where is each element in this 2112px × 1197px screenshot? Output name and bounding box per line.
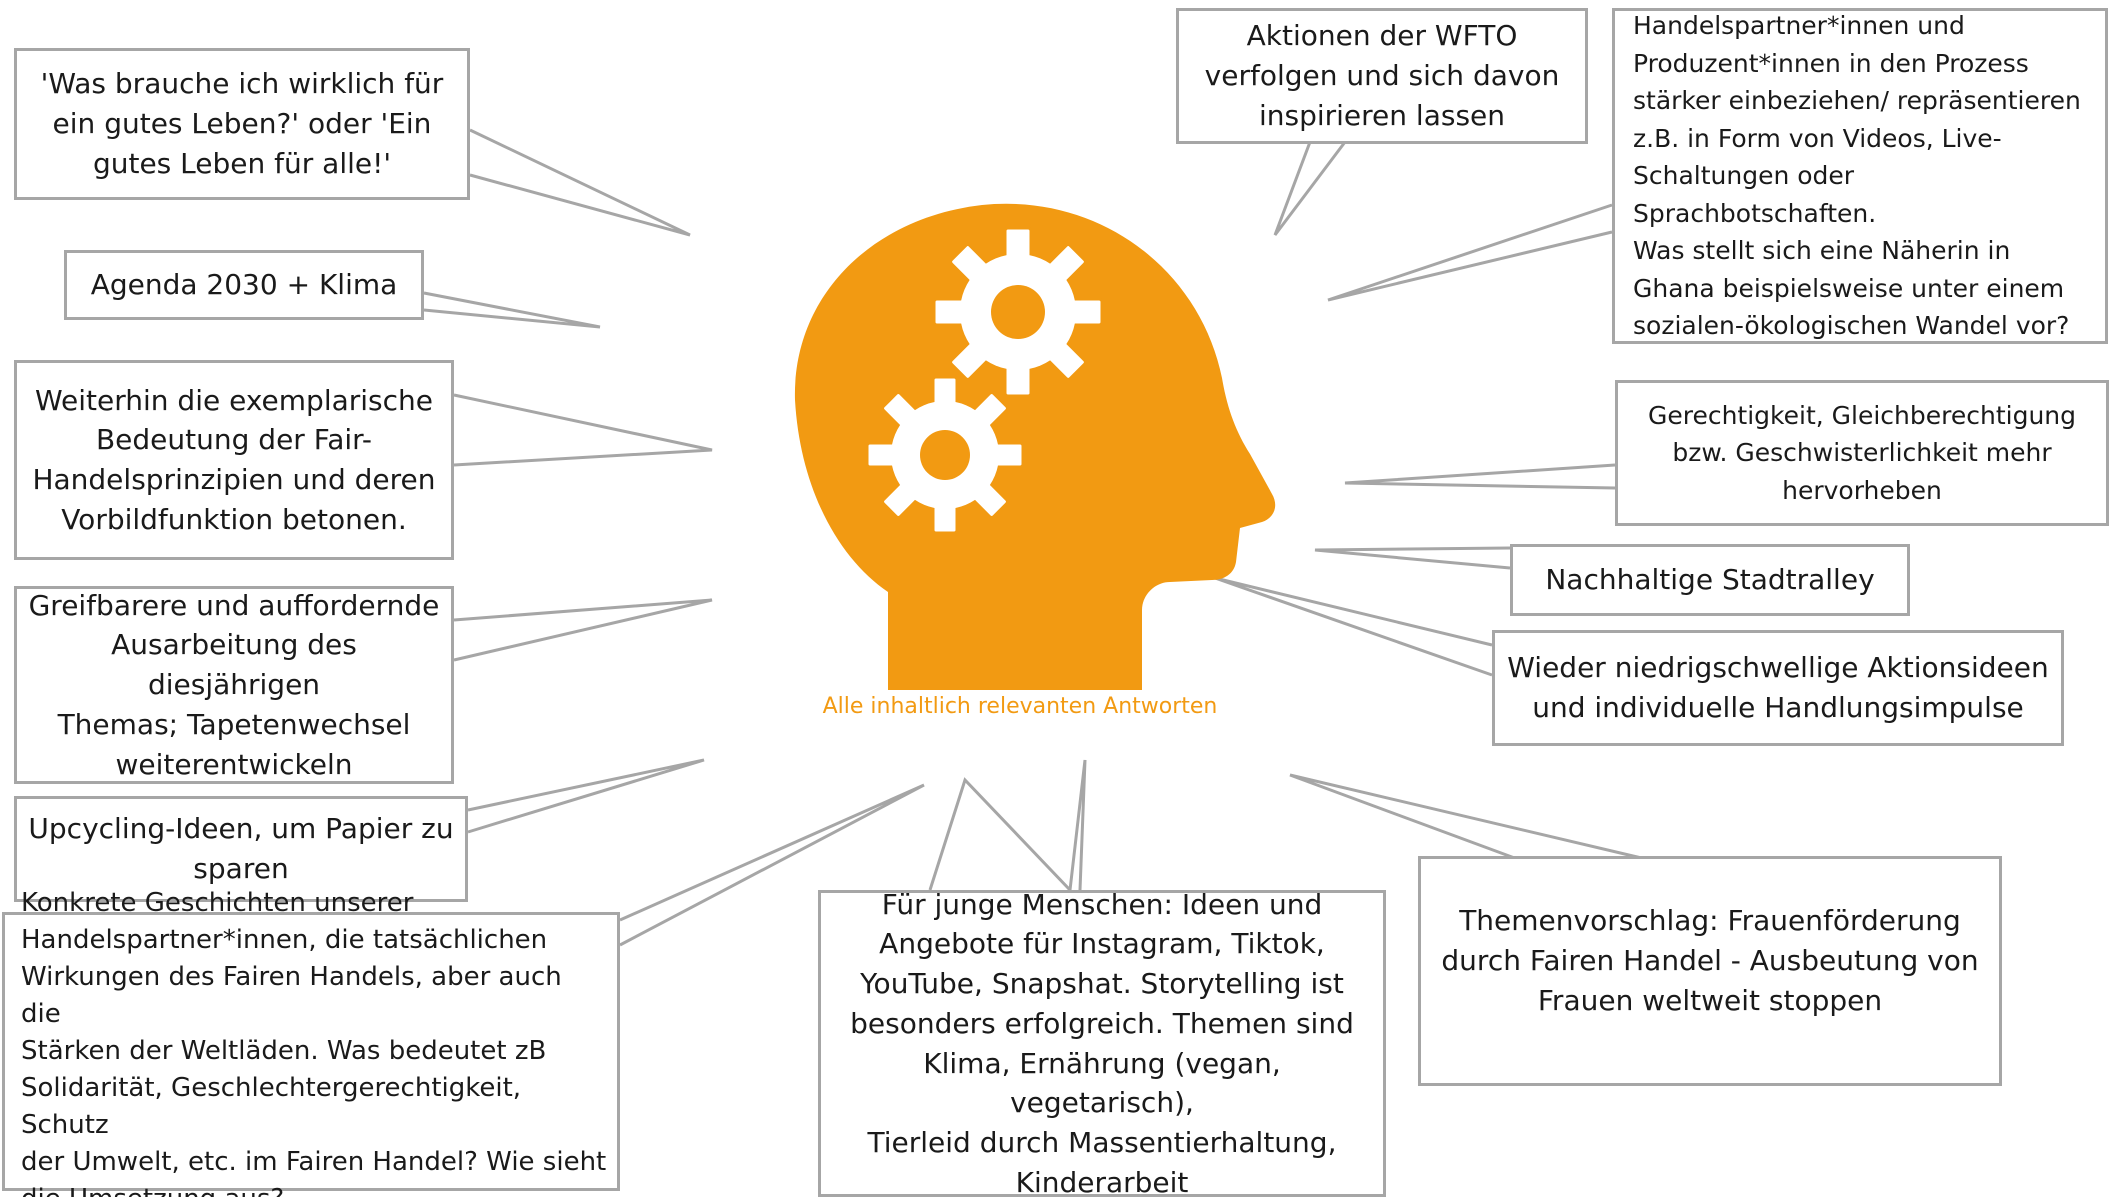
connector-greifbarere	[453, 598, 713, 662]
head-caption: Alle inhaltlich relevanten Antworten	[822, 694, 1218, 719]
connector-fair-handel	[453, 393, 713, 467]
connector-wfto	[1273, 141, 1347, 236]
bubble-stadtralley: Nachhaltige Stadtralley	[1510, 544, 1910, 616]
bubble-gerechtigkeit: Gerechtigkeit, Gleichberechtigung bzw. G…	[1615, 380, 2109, 526]
bubble-upcycling: Upcycling-Ideen, um Papier zu sparen	[14, 796, 468, 902]
connector-gutes-leben	[469, 128, 691, 237]
gear-icon	[932, 226, 1104, 398]
connector-stadtralley	[1314, 546, 1511, 570]
bubble-frauen: Themenvorschlag: Frauenförderung durch F…	[1418, 856, 2002, 1086]
connector-geschichten	[619, 783, 925, 947]
connector-gerechtigkeit	[1344, 463, 1616, 490]
bubble-niedrigschwellig: Wieder niedrigschwellige Aktionsideen un…	[1492, 630, 2064, 746]
bubble-wfto: Aktionen der WFTO verfolgen und sich dav…	[1176, 8, 1588, 144]
gear-icon	[865, 375, 1025, 535]
connector-frauen	[1289, 773, 1651, 862]
bubble-geschichten: Konkrete Geschichten unserer Handelspart…	[2, 888, 620, 1197]
connector-upcycling	[467, 758, 705, 834]
head-silhouette	[794, 203, 1276, 690]
bubble-handelspartner: Handelspartner*innen und Produzent*innen…	[1612, 8, 2108, 344]
bubble-greifbarere: Greifbarere und auffordernde Ausarbeitun…	[14, 586, 454, 784]
bubble-junge-menschen: Für junge Menschen: Ideen und Angebote f…	[818, 888, 1386, 1197]
bubble-fair-handel-prinzipien: Weiterhin die exemplarische Bedeutung de…	[14, 360, 454, 560]
connector-handelspartner	[1327, 203, 1613, 302]
bubble-agenda-2030: Agenda 2030 + Klima	[64, 250, 424, 320]
bubble-gutes-leben: 'Was brauche ich wirklich für ein gutes …	[14, 48, 470, 200]
connector-agenda	[423, 291, 601, 329]
